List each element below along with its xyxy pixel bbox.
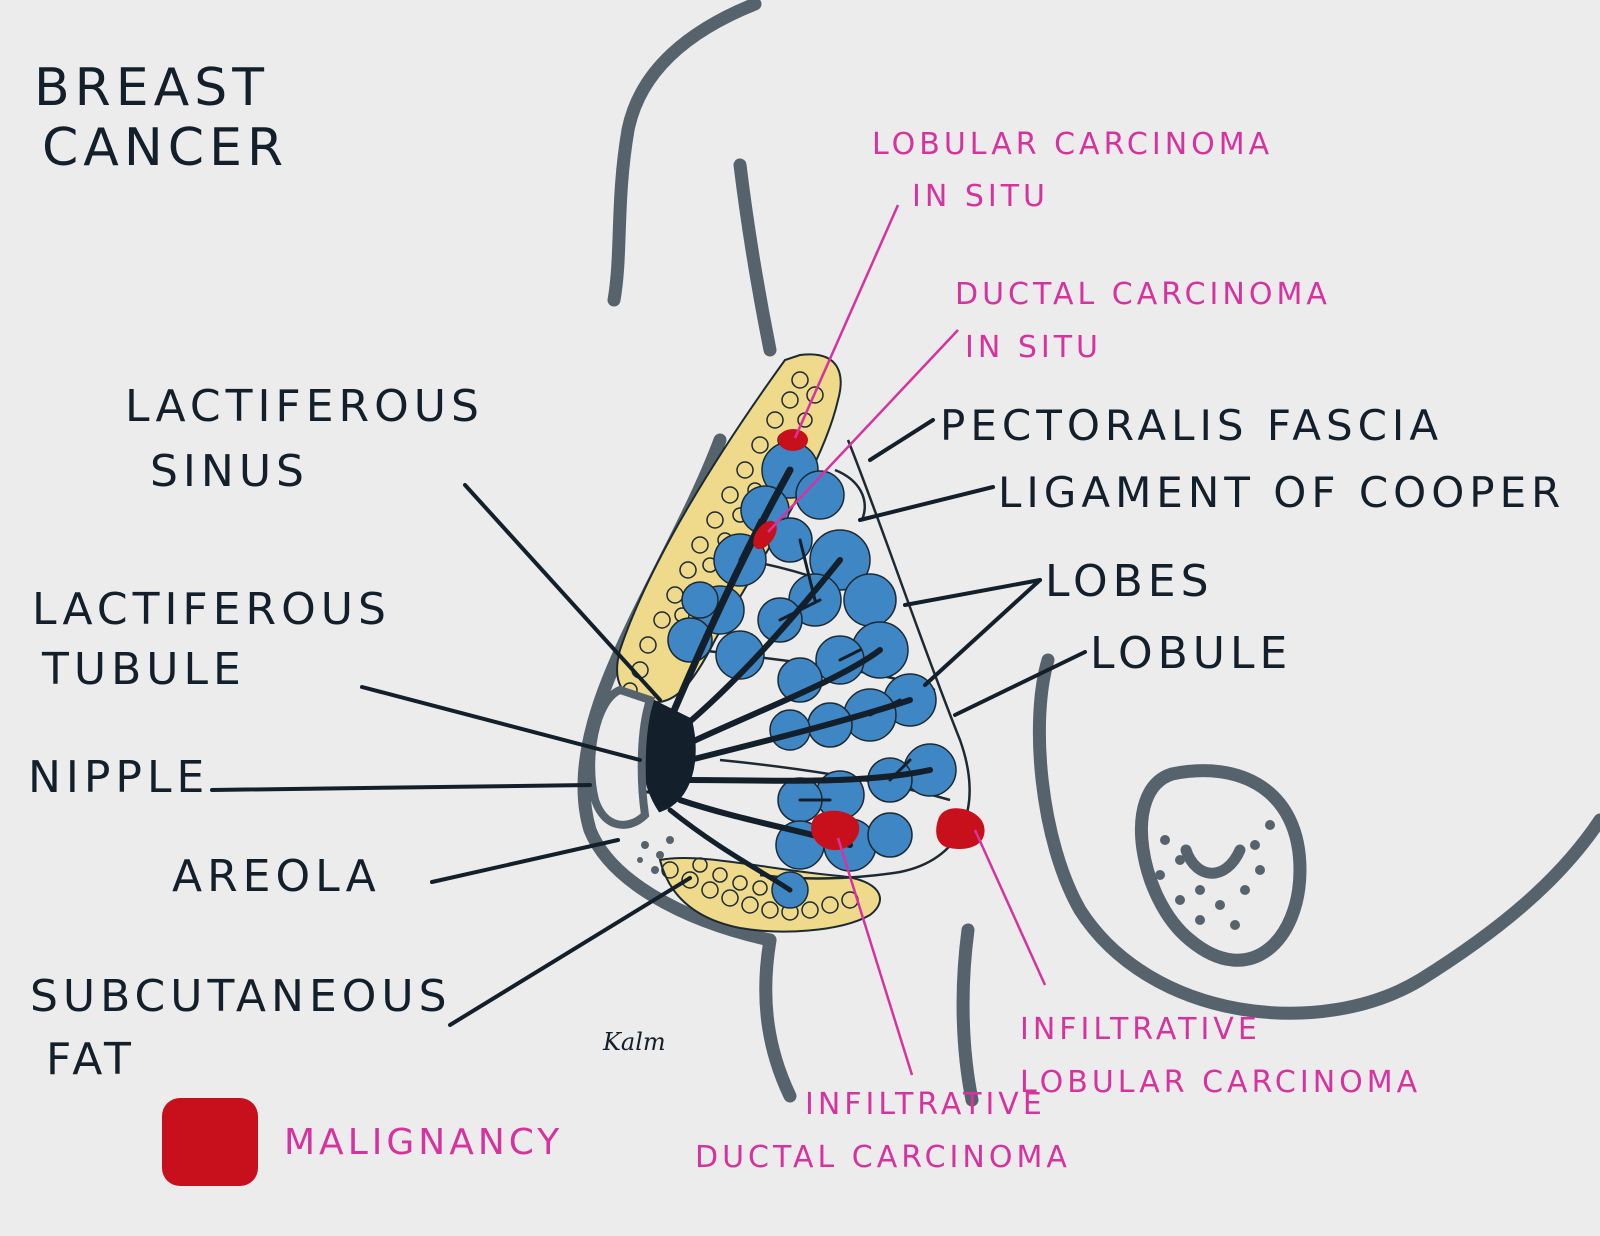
leader-nipple <box>212 785 590 790</box>
label-ilc-2: LOBULAR CARCINOMA <box>1020 1068 1421 1098</box>
leader-lactiferous-sinus <box>465 485 660 700</box>
title-line-2: CANCER <box>42 122 288 174</box>
leader-lobes-2 <box>925 580 1040 685</box>
label-nipple: NIPPLE <box>28 756 209 800</box>
leader-areola <box>432 840 618 882</box>
artist-signature: Kalm <box>603 1028 666 1056</box>
label-lactiferous-tubule-2: TUBULE <box>42 648 246 692</box>
label-ligament-of-cooper: LIGAMENT OF COOPER <box>998 472 1565 514</box>
label-lcis-1: LOBULAR CARCINOMA <box>872 130 1273 160</box>
label-idc-1: INFILTRATIVE <box>805 1090 1046 1120</box>
label-dcis-2: IN SITU <box>965 333 1102 363</box>
leader-idc <box>838 838 912 1075</box>
abdomen-left-contour <box>766 940 790 1096</box>
label-lactiferous-sinus-1: LACTIFEROUS <box>125 385 484 429</box>
legend-malignancy-label: MALIGNANCY <box>284 1125 563 1161</box>
other-breast-contour <box>1039 660 1600 1013</box>
leader-pectoralis-fascia <box>870 420 933 460</box>
label-lactiferous-sinus-2: SINUS <box>150 450 309 494</box>
abdomen-mid-contour <box>963 930 972 1100</box>
malignancy-ilc <box>936 808 984 849</box>
label-ilc-1: INFILTRATIVE <box>1020 1015 1261 1045</box>
leader-subcutaneous-fat <box>450 878 690 1025</box>
title-line-1: BREAST <box>34 62 269 114</box>
label-subcutaneous-fat-1: SUBCUTANEOUS <box>30 975 452 1019</box>
label-subcutaneous-fat-2: FAT <box>46 1038 136 1082</box>
leader-lobule <box>955 652 1085 715</box>
label-dcis-1: DUCTAL CARCINOMA <box>955 280 1331 310</box>
torso-contour <box>614 4 755 300</box>
label-lcis-2: IN SITU <box>912 182 1049 212</box>
armpit-contour <box>740 165 770 350</box>
leader-ligament-of-cooper <box>860 487 993 520</box>
label-pectoralis-fascia: PECTORALIS FASCIA <box>940 405 1443 447</box>
label-areola: AREOLA <box>172 855 381 899</box>
label-lobes: LOBES <box>1045 560 1214 604</box>
legend-malignancy-swatch <box>162 1098 258 1186</box>
label-lobule: LOBULE <box>1090 632 1292 676</box>
label-idc-2: DUCTAL CARCINOMA <box>695 1143 1071 1173</box>
leader-ilc <box>975 830 1045 985</box>
leader-lcis <box>795 205 898 438</box>
leader-lobes-1 <box>905 580 1040 605</box>
nipple-shape <box>591 690 650 825</box>
malignancy-lcis <box>778 429 808 451</box>
label-lactiferous-tubule-1: LACTIFEROUS <box>32 588 391 632</box>
other-nipple <box>1186 850 1240 873</box>
